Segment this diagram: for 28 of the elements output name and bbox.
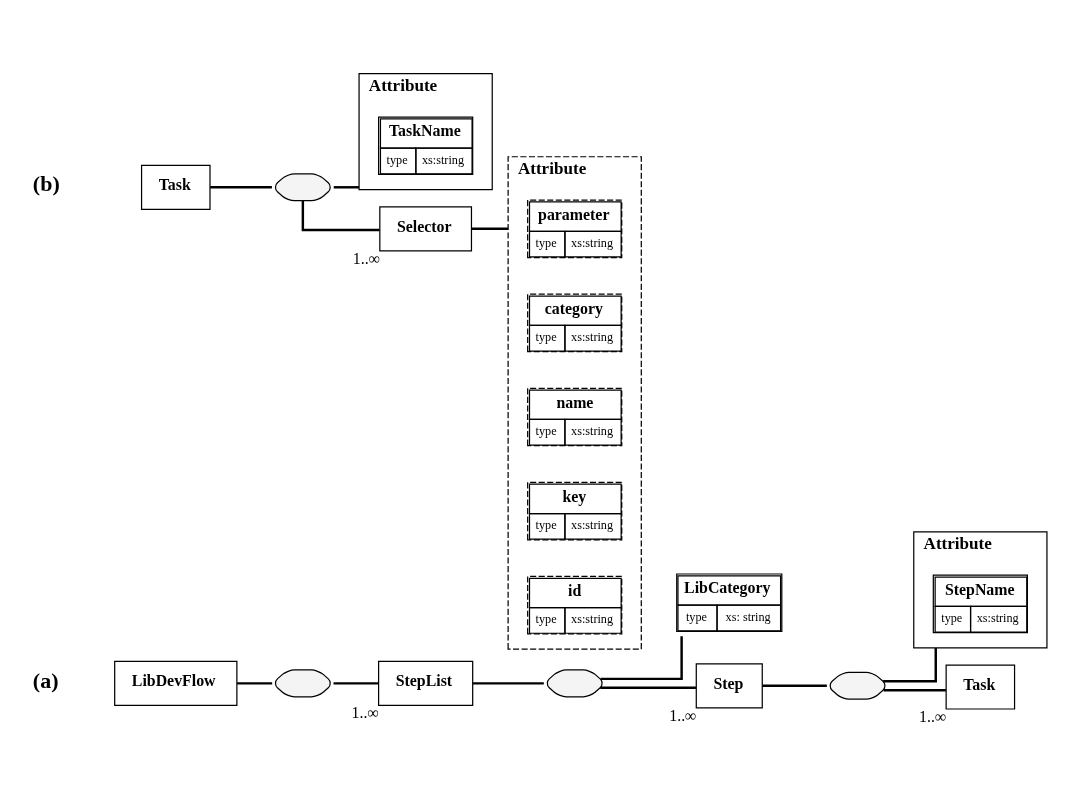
label: (a) xyxy=(32,667,59,692)
node-hexagon xyxy=(829,671,886,700)
node-label: 1..∞ xyxy=(669,705,697,723)
label: (b) xyxy=(32,170,60,196)
node-label: 1..∞ xyxy=(352,249,380,267)
node-box: Task xyxy=(140,164,211,210)
node-box: StepList xyxy=(378,660,474,706)
node-box: Task xyxy=(945,663,1016,710)
connector xyxy=(883,688,946,691)
connector xyxy=(471,227,509,230)
node-box: Step xyxy=(695,662,763,708)
node-hexagon xyxy=(274,668,331,697)
connector xyxy=(301,200,380,231)
connector xyxy=(472,681,544,685)
node-label: 1..∞ xyxy=(919,707,947,725)
connector xyxy=(237,681,273,685)
connector xyxy=(600,635,683,680)
node-label: 1..∞ xyxy=(351,703,379,721)
node-box: LibDevFlow xyxy=(114,660,238,706)
connector xyxy=(883,647,937,683)
connector xyxy=(600,686,697,689)
connector xyxy=(333,185,360,188)
connector xyxy=(210,185,272,188)
node-hexagon xyxy=(274,172,331,201)
node-hexagon xyxy=(546,668,603,697)
connector xyxy=(333,681,379,685)
node-box: Selector xyxy=(379,205,473,251)
connector xyxy=(762,684,827,687)
